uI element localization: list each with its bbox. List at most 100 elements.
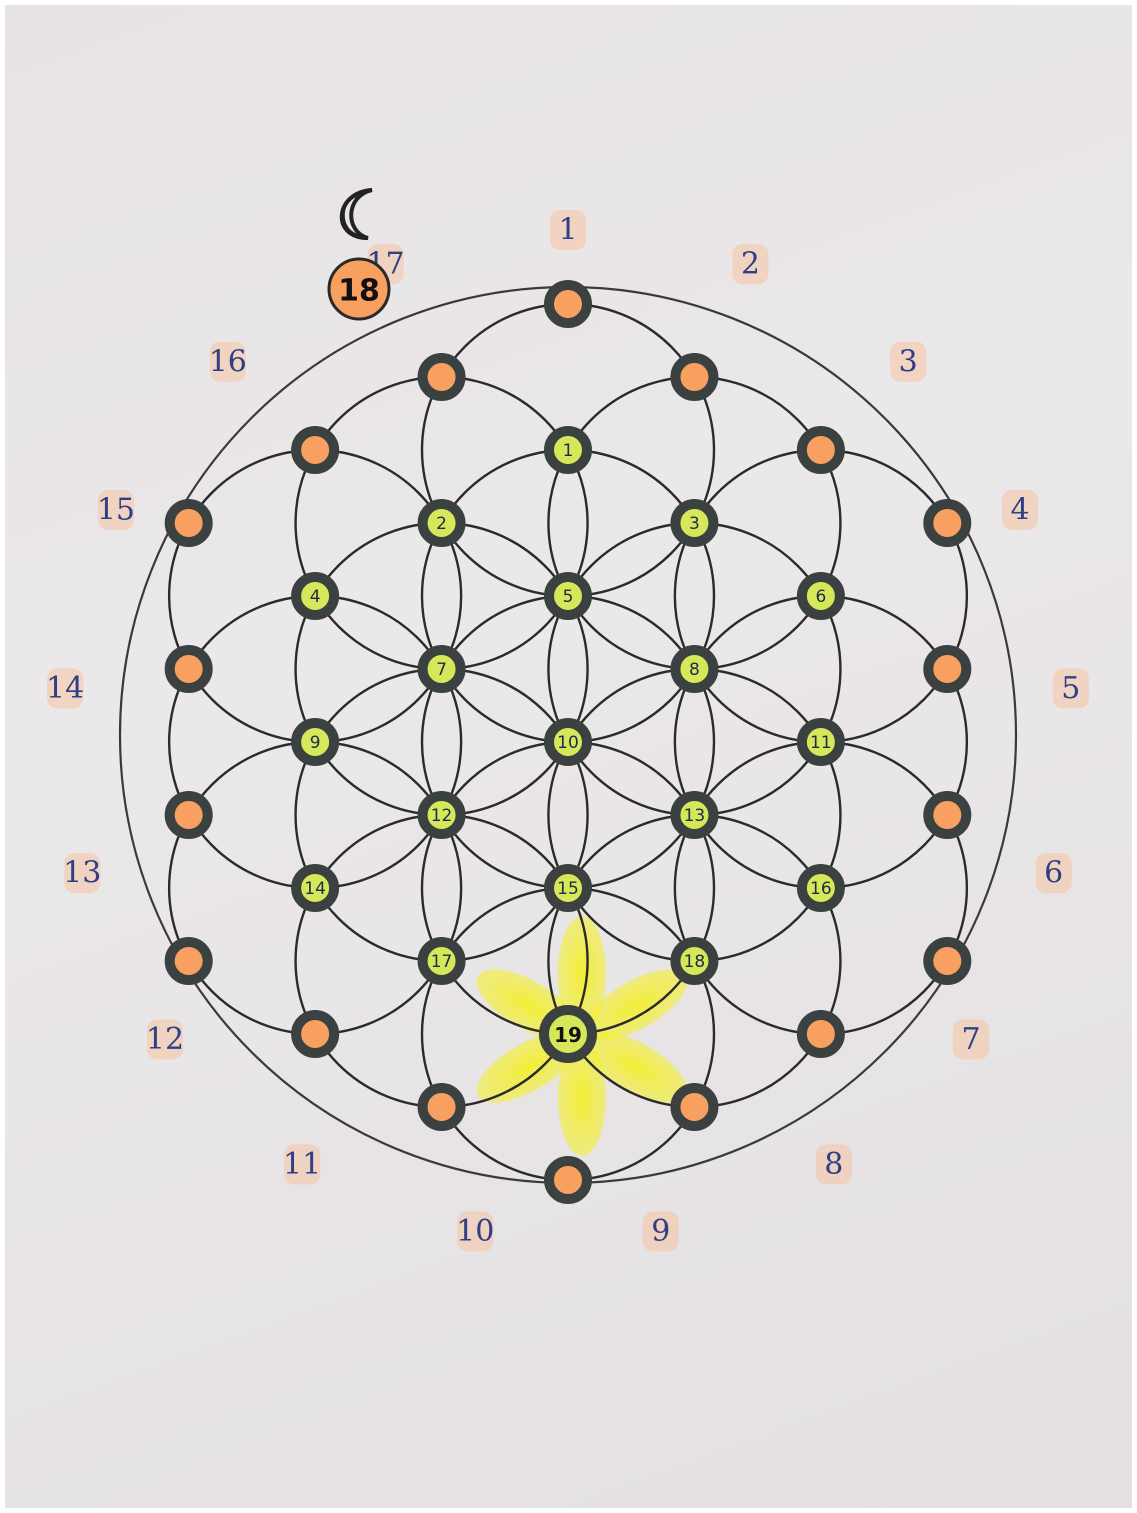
ring-label-text: 16 bbox=[209, 344, 247, 379]
node-number: 17 bbox=[431, 952, 453, 972]
node-dot bbox=[423, 358, 461, 396]
inner-node-19: 19 bbox=[544, 1010, 592, 1058]
ring-label-text: 6 bbox=[1044, 856, 1063, 891]
inner-node-5: 5 bbox=[549, 577, 587, 615]
node-dot bbox=[928, 650, 966, 688]
node-number: 3 bbox=[689, 514, 700, 534]
outer-dot bbox=[170, 504, 208, 542]
outer-dot bbox=[549, 1161, 587, 1199]
inner-node-10: 10 bbox=[549, 723, 587, 761]
node-number: 4 bbox=[310, 587, 321, 607]
outer-dot bbox=[928, 650, 966, 688]
node-number: 14 bbox=[304, 879, 326, 899]
ring-label-8: 8 bbox=[816, 1144, 852, 1184]
node-dot bbox=[928, 796, 966, 834]
node-number: 2 bbox=[436, 514, 447, 534]
inner-node-4: 4 bbox=[296, 577, 334, 615]
node-dot bbox=[928, 942, 966, 980]
inner-node-1: 1 bbox=[549, 431, 587, 469]
node-number: 5 bbox=[563, 587, 574, 607]
node-number: 6 bbox=[815, 587, 826, 607]
node-dot bbox=[675, 1088, 713, 1126]
node-number: 15 bbox=[557, 879, 579, 899]
ring-label-3: 3 bbox=[890, 342, 926, 382]
ring-label-text: 5 bbox=[1061, 671, 1080, 706]
inner-node-11: 11 bbox=[802, 723, 840, 761]
ring-label-10: 10 bbox=[456, 1211, 494, 1251]
ring-label-13: 13 bbox=[63, 853, 101, 893]
ring-label-text: 1 bbox=[558, 213, 577, 248]
outer-dot bbox=[802, 431, 840, 469]
outer-dot bbox=[423, 358, 461, 396]
ring-label-text: 2 bbox=[741, 247, 760, 282]
inner-node-8: 8 bbox=[675, 650, 713, 688]
ring-label-text: 3 bbox=[899, 344, 918, 379]
node-number: 19 bbox=[554, 1023, 582, 1047]
node-dot bbox=[802, 431, 840, 469]
ring-label-text: 4 bbox=[1011, 492, 1030, 527]
ring-label-9: 9 bbox=[643, 1211, 679, 1251]
node-dot bbox=[423, 1088, 461, 1126]
node-dot bbox=[170, 650, 208, 688]
node-number: 16 bbox=[810, 879, 832, 899]
inner-node-12: 12 bbox=[423, 796, 461, 834]
node-dot bbox=[928, 504, 966, 542]
outer-dot bbox=[928, 942, 966, 980]
ring-label-text: 11 bbox=[283, 1147, 321, 1182]
outer-dot bbox=[170, 650, 208, 688]
ring-label-7: 7 bbox=[953, 1019, 989, 1059]
inner-node-7: 7 bbox=[423, 650, 461, 688]
outer-dot bbox=[296, 431, 334, 469]
outer-dot bbox=[928, 796, 966, 834]
node-number: 1 bbox=[563, 441, 574, 461]
node-number: 7 bbox=[436, 660, 447, 680]
outer-dot bbox=[675, 1088, 713, 1126]
ring-label-6: 6 bbox=[1036, 853, 1072, 893]
node-dot bbox=[296, 1015, 334, 1053]
inner-node-16: 16 bbox=[802, 869, 840, 907]
inner-node-2: 2 bbox=[423, 504, 461, 542]
ring-label-text: 12 bbox=[146, 1022, 184, 1057]
inner-node-15: 15 bbox=[549, 869, 587, 907]
node-dot bbox=[549, 1161, 587, 1199]
ring-label-4: 4 bbox=[1002, 490, 1038, 530]
inner-node-13: 13 bbox=[675, 796, 713, 834]
inner-node-17: 17 bbox=[423, 942, 461, 980]
ring-label-text: 14 bbox=[46, 671, 84, 706]
node-dot bbox=[296, 431, 334, 469]
outer-dot bbox=[170, 796, 208, 834]
node-number: 9 bbox=[310, 733, 321, 753]
node-number: 13 bbox=[684, 806, 706, 826]
node-number: 11 bbox=[810, 733, 832, 753]
ring-label-5: 5 bbox=[1053, 668, 1089, 708]
ring-label-2: 2 bbox=[732, 244, 768, 284]
node-dot bbox=[802, 1015, 840, 1053]
crescent-moon-icon bbox=[342, 190, 372, 238]
inner-node-14: 14 bbox=[296, 869, 334, 907]
inner-node-9: 9 bbox=[296, 723, 334, 761]
ring-label-text: 10 bbox=[456, 1214, 494, 1249]
outer-dot bbox=[928, 504, 966, 542]
node-dot bbox=[170, 796, 208, 834]
node-dot bbox=[675, 358, 713, 396]
ring-label-text: 15 bbox=[97, 492, 135, 527]
inner-node-3: 3 bbox=[675, 504, 713, 542]
node-number: 10 bbox=[557, 733, 579, 753]
outer-dot bbox=[675, 358, 713, 396]
ring-label-15: 15 bbox=[97, 490, 135, 530]
outer-dot bbox=[423, 1088, 461, 1126]
ring-label-14: 14 bbox=[46, 668, 84, 708]
outer-dot bbox=[296, 1015, 334, 1053]
outer-dot bbox=[170, 942, 208, 980]
ring-label-12: 12 bbox=[146, 1019, 184, 1059]
ring-label-text: 7 bbox=[961, 1022, 980, 1057]
outer-dot bbox=[549, 285, 587, 323]
moon-number: 18 bbox=[338, 274, 380, 309]
node-number: 8 bbox=[689, 660, 700, 680]
ring-label-1: 1 bbox=[550, 210, 586, 250]
ring-label-16: 16 bbox=[209, 342, 247, 382]
outer-dot bbox=[802, 1015, 840, 1053]
node-dot bbox=[170, 504, 208, 542]
